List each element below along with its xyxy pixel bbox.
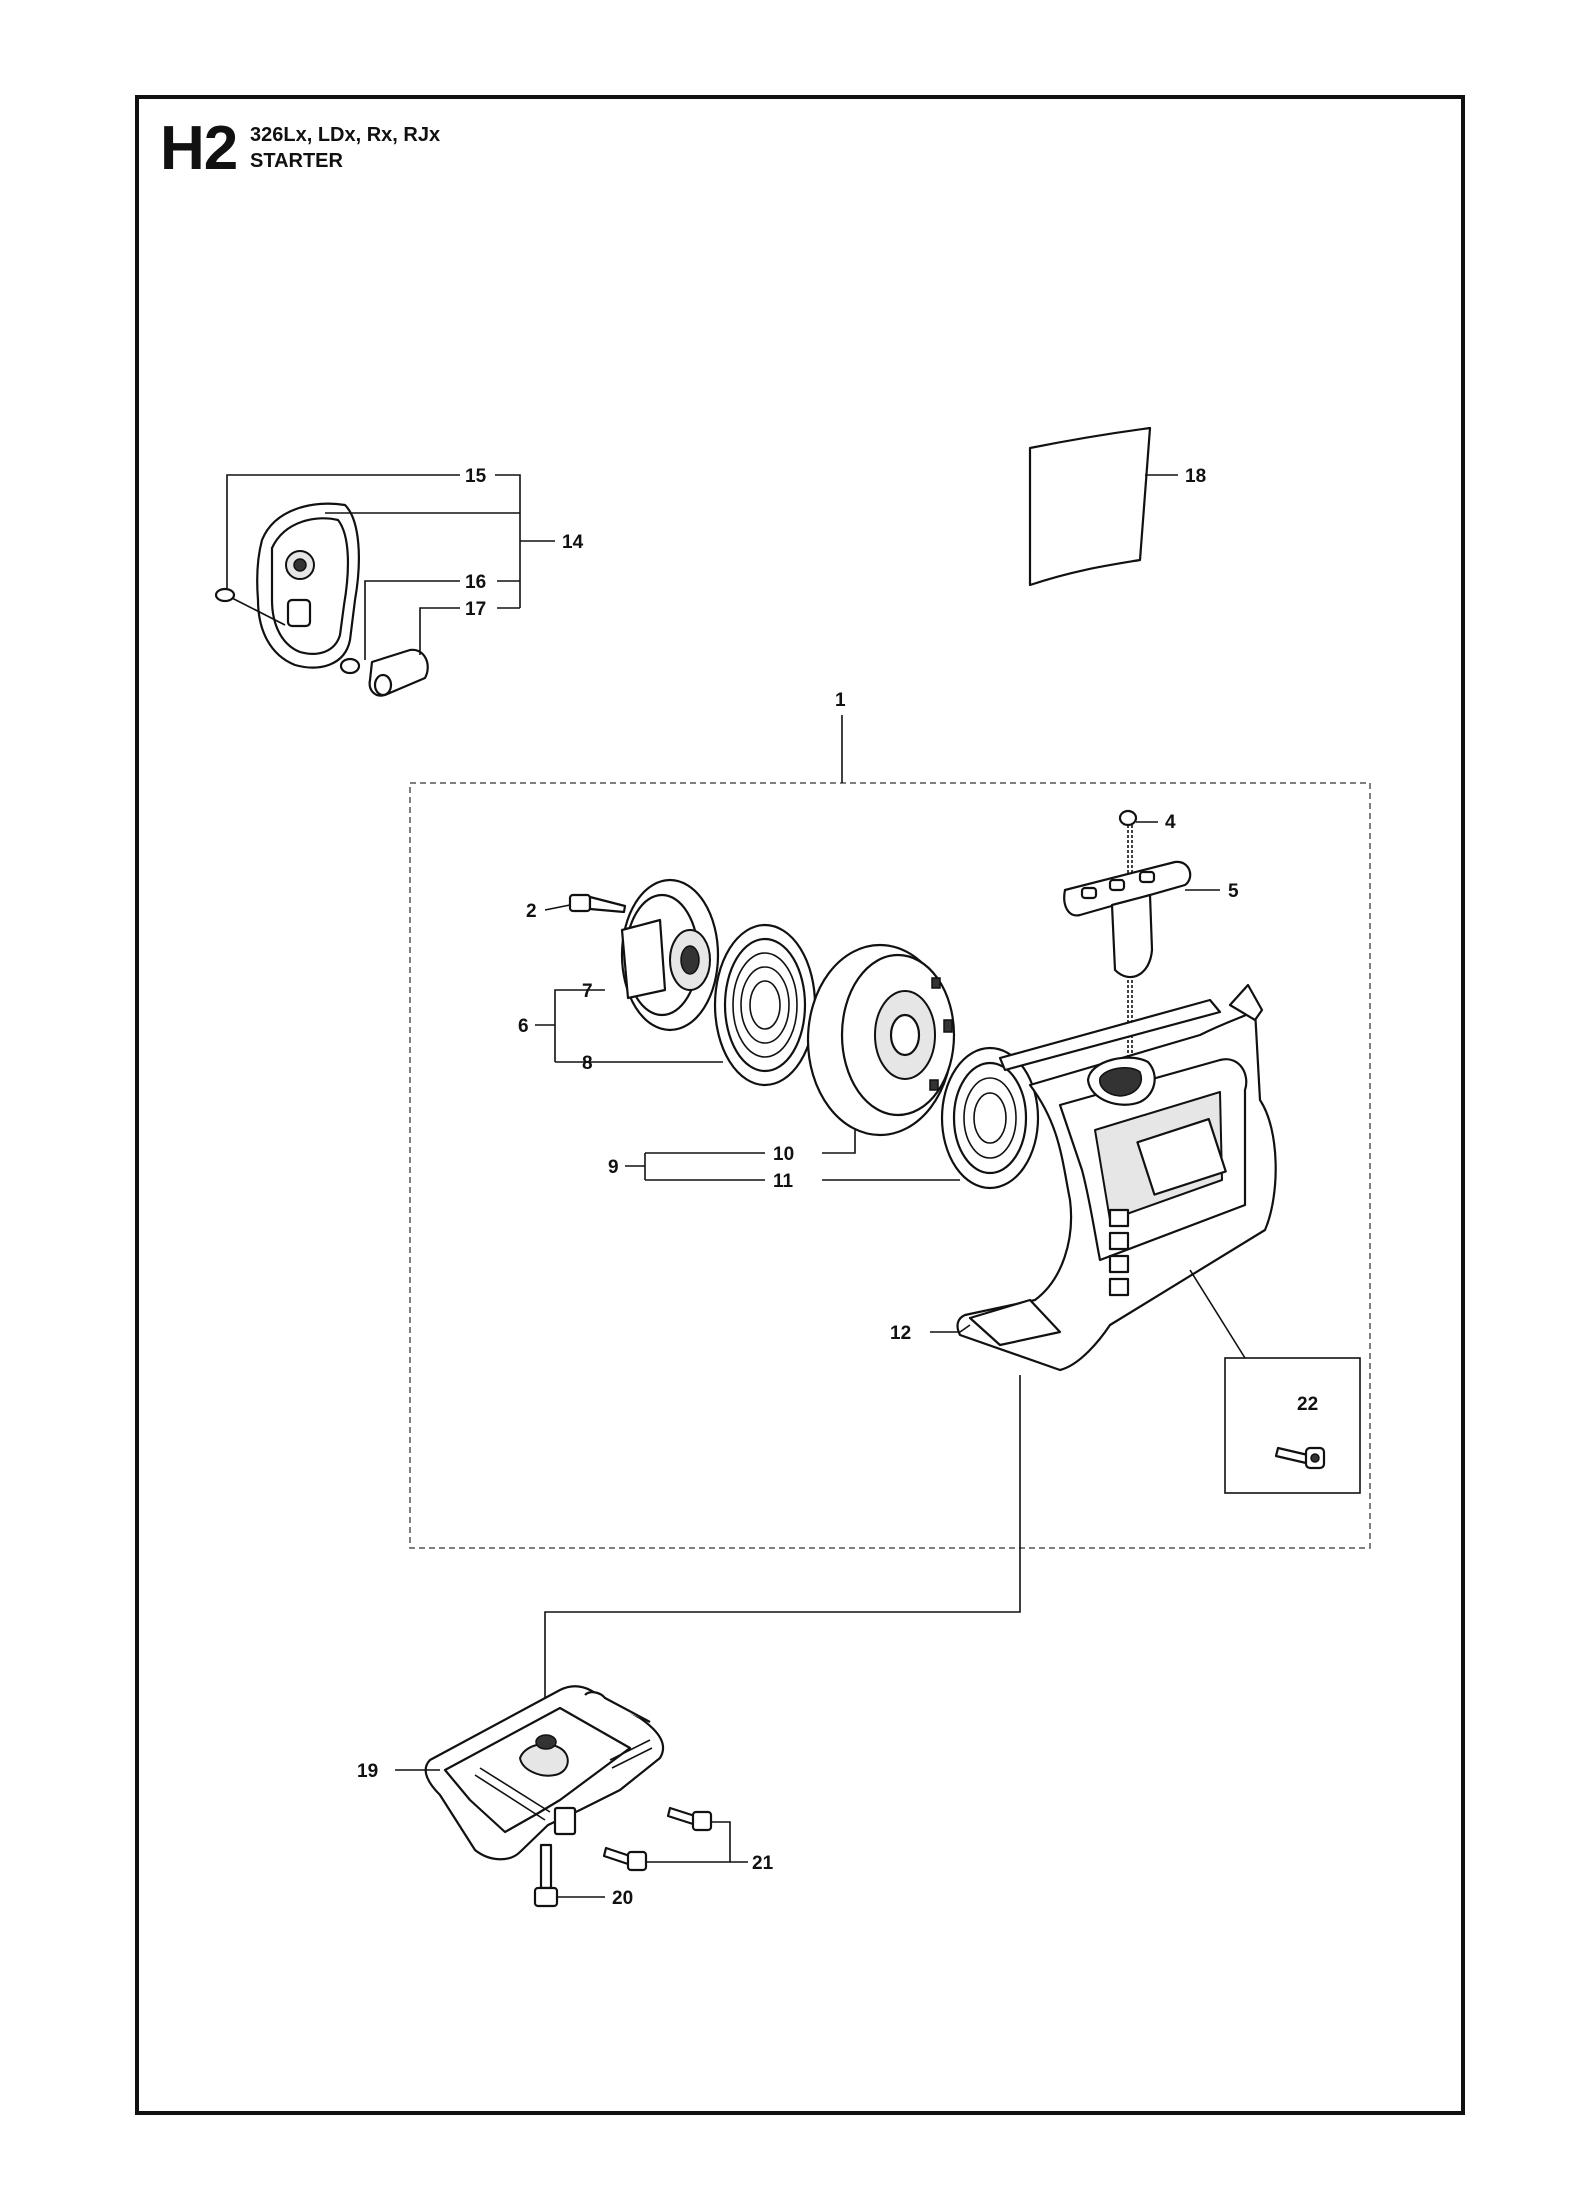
label-5: 5	[1228, 881, 1239, 902]
spring-8	[713, 923, 817, 1087]
label-14: 14	[562, 532, 584, 553]
label-4: 4	[1165, 812, 1176, 833]
bolt-2	[568, 893, 627, 914]
decal-18	[1028, 426, 1152, 587]
label-11: 11	[773, 1171, 794, 1192]
assembly-box-1	[409, 782, 1371, 1549]
label-1: 1	[835, 690, 846, 711]
starter-housing-12	[956, 983, 1277, 1372]
label-20: 20	[612, 1888, 633, 1909]
leaders-6-11	[535, 989, 960, 1181]
label-7: 7	[582, 981, 593, 1002]
section-code: H2	[160, 114, 238, 183]
leaders-12-19	[544, 1375, 1021, 1710]
label-21: 21	[752, 1853, 774, 1874]
label-22: 22	[1297, 1394, 1318, 1415]
label-9: 9	[608, 1157, 619, 1178]
leaders-14	[226, 474, 555, 660]
cover-assembly	[214, 502, 429, 697]
label-12: 12	[890, 1323, 911, 1344]
label-8: 8	[582, 1053, 593, 1074]
pulley-7	[620, 878, 720, 1032]
model-list: 326Lx, LDx, Rx, RJx	[250, 124, 441, 146]
section-title: STARTER	[250, 150, 343, 172]
page-border	[135, 95, 1465, 2115]
spring-11	[940, 1046, 1040, 1190]
guard-plate-19	[424, 1685, 665, 1861]
detail-box-22	[1189, 1269, 1361, 1494]
label-15: 15	[465, 466, 487, 487]
screws-20-21	[533, 1806, 713, 1908]
label-2: 2	[526, 901, 537, 922]
rope-handle-5	[1063, 809, 1192, 1080]
label-16: 16	[465, 572, 486, 593]
label-10: 10	[773, 1144, 794, 1165]
label-18: 18	[1185, 466, 1206, 487]
reel-10	[806, 943, 956, 1137]
label-6: 6	[518, 1016, 529, 1037]
label-19: 19	[357, 1761, 378, 1782]
label-17: 17	[465, 599, 486, 620]
